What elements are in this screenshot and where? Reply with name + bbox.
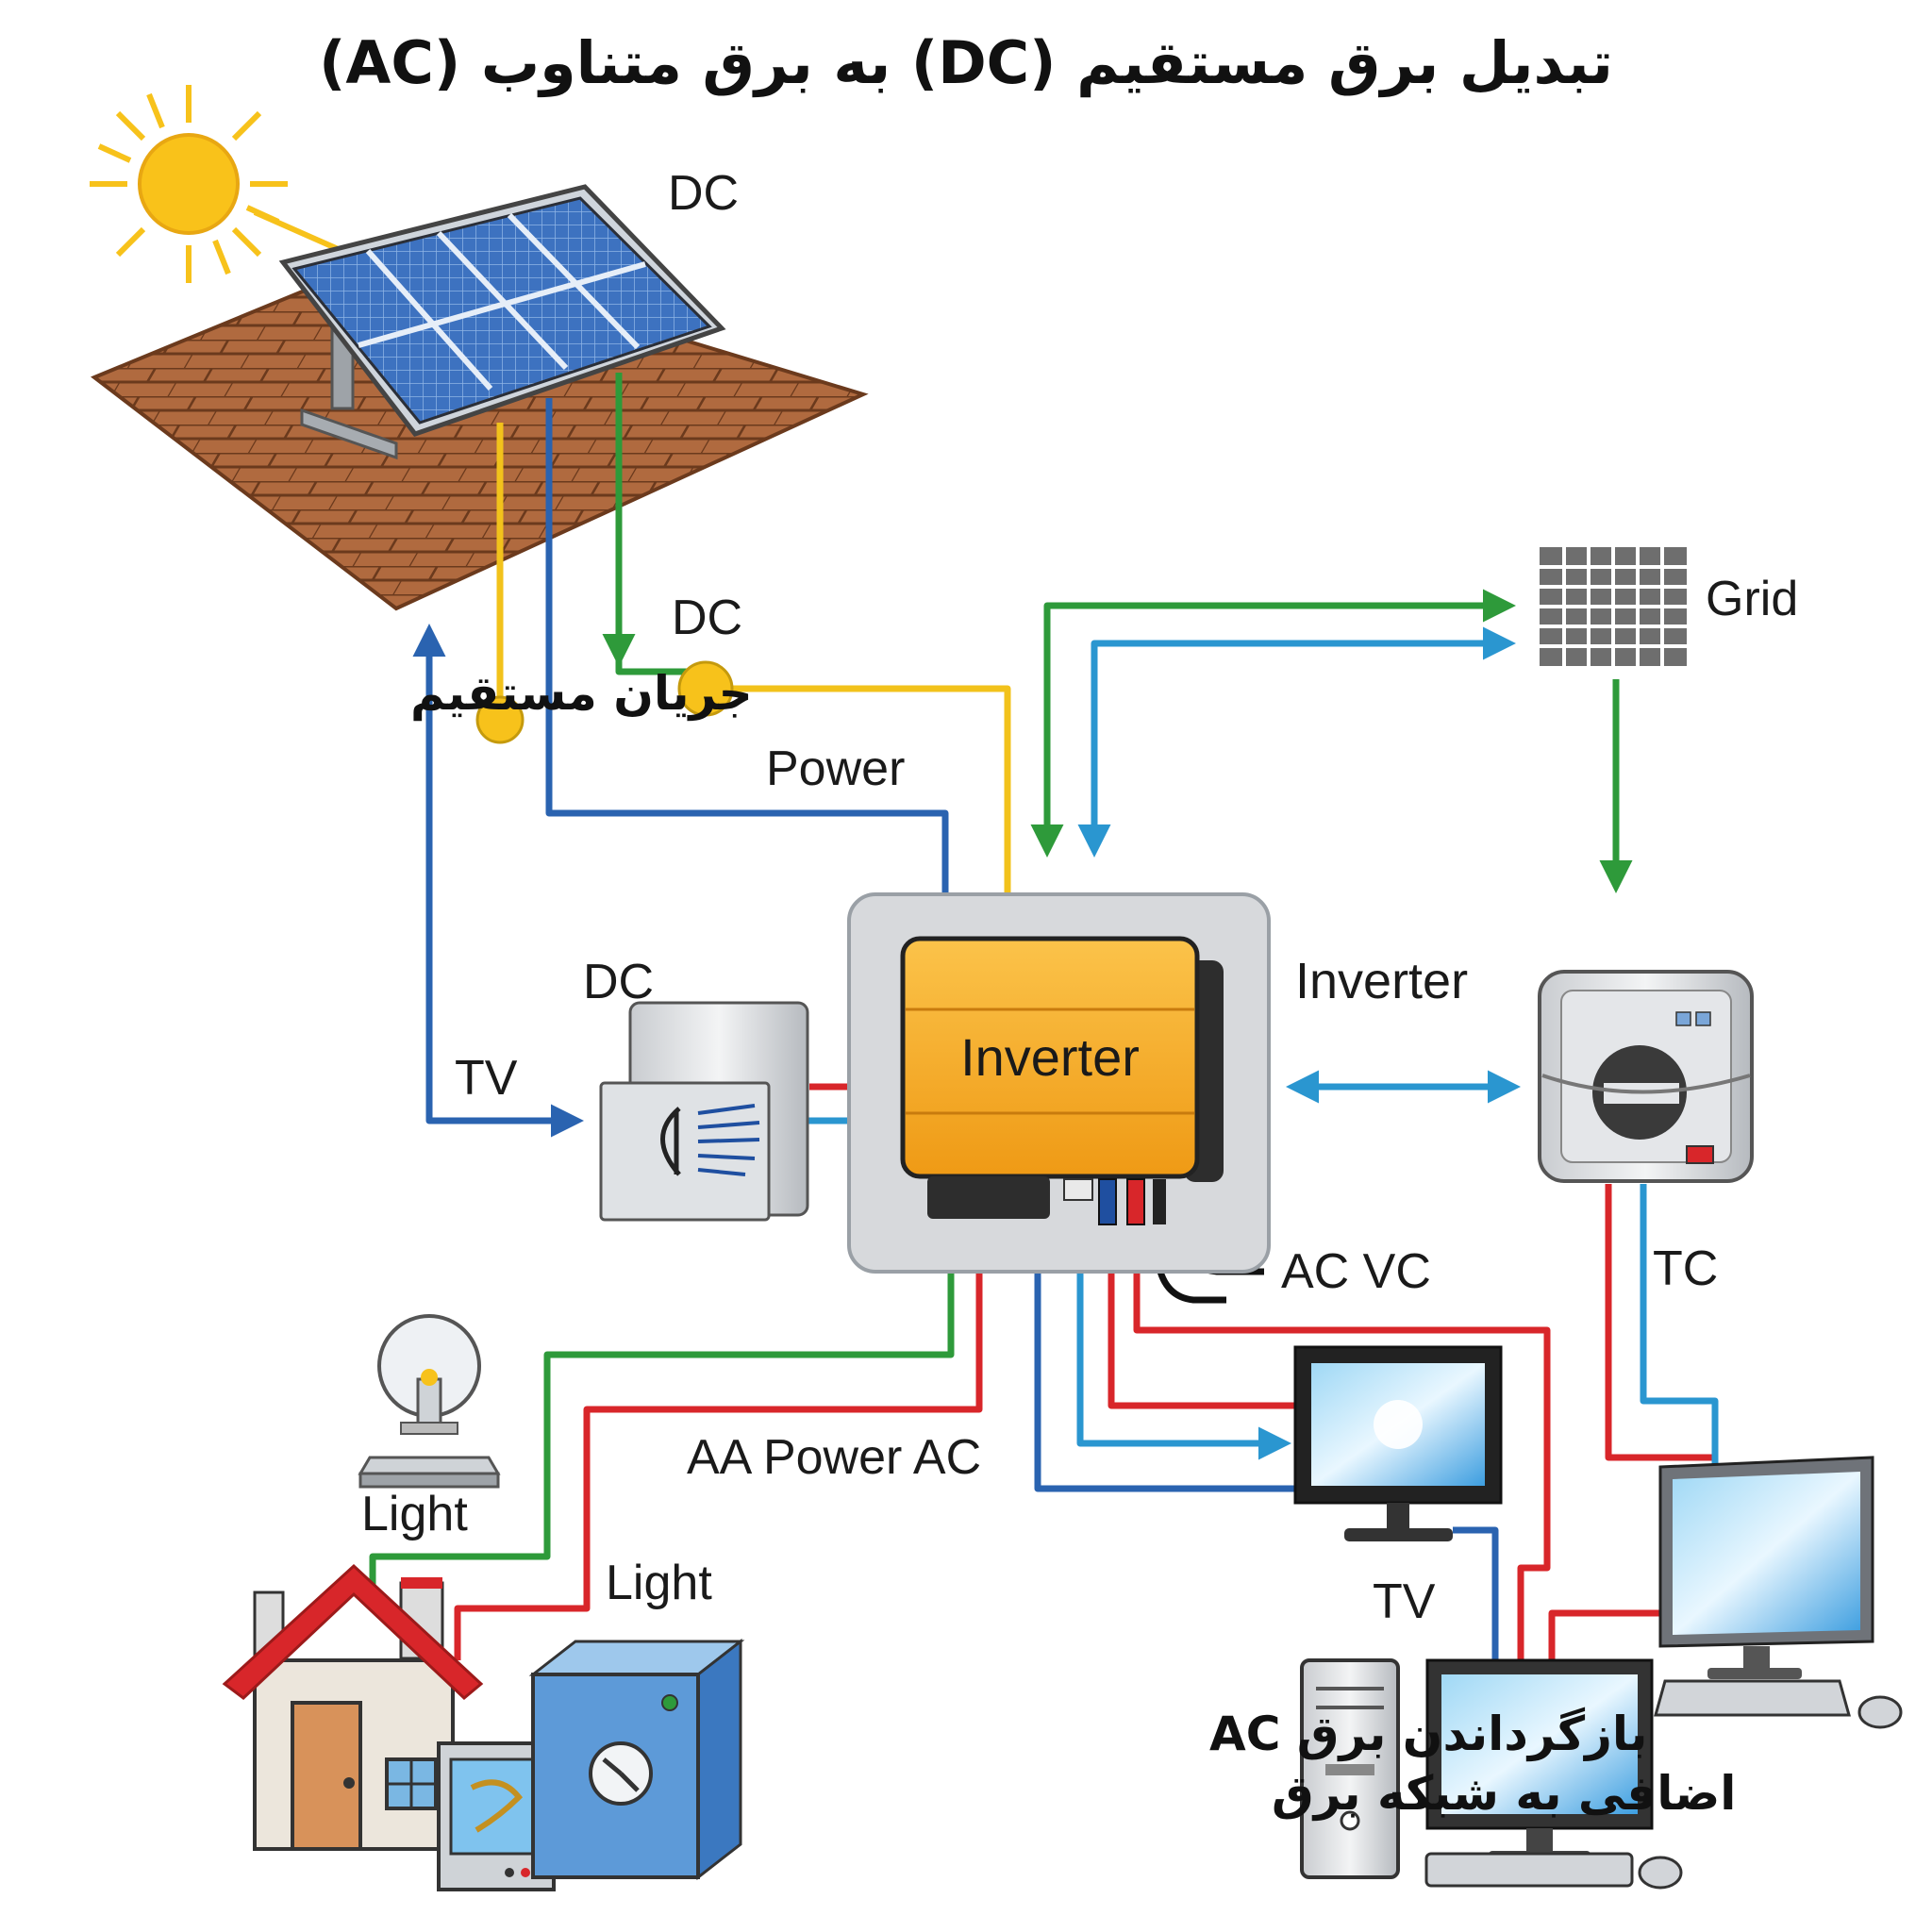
- computer-tower-icon: [1300, 1658, 1400, 1879]
- label-dc-box: DC: [583, 955, 654, 1009]
- house-icon: [222, 1563, 484, 1851]
- label-return-line2: اضافی به شبکه برق: [1272, 1766, 1736, 1822]
- label-dc-mid: DC: [672, 591, 742, 645]
- junction-dot-dc: [677, 660, 734, 717]
- light-bulb-icon: [358, 1314, 501, 1489]
- label-light-bulb: Light: [361, 1487, 468, 1541]
- label-light-house: Light: [606, 1556, 712, 1610]
- label-inverter-side: Inverter: [1295, 953, 1468, 1009]
- label-tv-left: TV: [455, 1051, 518, 1106]
- label-direct-current: جریان مستقیم: [410, 666, 753, 722]
- sun-icon: [90, 85, 370, 283]
- label-tv-bottom: TV: [1373, 1574, 1436, 1629]
- page-title: تبدیل برق مستقیم (DC) به برق متناوب (AC): [319, 28, 1613, 97]
- tv-monitor-icon: [1293, 1345, 1503, 1541]
- label-dc-top: DC: [668, 166, 739, 221]
- label-power: Power: [766, 741, 905, 796]
- desktop-monitor-icon: [1424, 1658, 1683, 1890]
- label-tc: TC: [1653, 1241, 1718, 1296]
- label-ac-vc: AC VC: [1281, 1244, 1431, 1299]
- inverter-box: Inverter: [900, 936, 1200, 1225]
- junction-dot-left: [475, 695, 525, 744]
- label-return-line1: بازگرداندن برق AC: [1209, 1707, 1647, 1762]
- cabinet-icon: [528, 1638, 745, 1881]
- solar-panel: [278, 184, 726, 437]
- dc-converter-icon: [599, 1001, 809, 1222]
- label-grid: Grid: [1706, 572, 1798, 626]
- inverter-box-label: Inverter: [960, 1027, 1140, 1087]
- label-aa-power-ac: AA Power AC: [687, 1430, 981, 1485]
- grid-icon: [1540, 547, 1687, 666]
- meter-device-icon: [1538, 970, 1754, 1183]
- desktop-monitor-right-icon: [1654, 1456, 1903, 1729]
